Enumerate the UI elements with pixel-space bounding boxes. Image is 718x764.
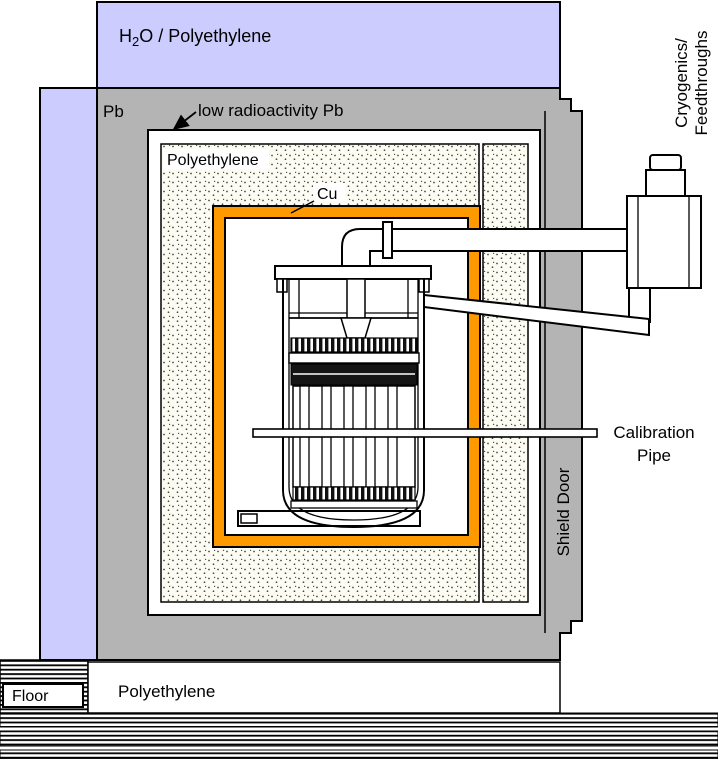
floor-hatch-band	[0, 730, 718, 747]
top-water-polyethylene-shield: H2O / Polyethylene	[96, 1, 561, 89]
left-water-polyethylene-shield	[39, 87, 98, 661]
floor-polyethylene-strip	[87, 661, 561, 714]
detector-plate	[288, 352, 420, 364]
cu-label-backing	[313, 183, 345, 202]
calibration-pipe: Calibration Pipe	[252, 423, 695, 465]
cryogenics-label-line1: Cryogenics/	[672, 38, 691, 128]
floor-polyethylene-label: Polyethylene	[118, 682, 215, 701]
neck-funnel	[339, 317, 373, 339]
cryogenics-unit	[341, 154, 702, 337]
detector-pin-row-bottom	[292, 486, 416, 501]
detector-base-plate	[290, 500, 418, 509]
low-rad-pb-label: low radioactivity Pb	[198, 101, 344, 120]
detector-pin-row-top	[290, 337, 418, 353]
floor-hatch-band	[0, 749, 718, 760]
top-shield-block	[96, 1, 561, 89]
cryogenics-label: Cryogenics/ Feedthroughs	[672, 31, 711, 136]
polyethylene-label-backing	[163, 149, 269, 169]
cryo-unit-cap	[649, 154, 682, 171]
cu-pointer-line	[290, 200, 315, 214]
polyethylene-inner-label: Polyethylene	[167, 152, 259, 169]
inner-neck-tube	[346, 278, 366, 319]
cryo-unit-top-box	[645, 169, 686, 197]
vessel-lid	[274, 265, 432, 280]
calibration-label-line2: Pipe	[637, 446, 671, 465]
floor-label: Floor	[12, 688, 49, 705]
pb-label: Pb	[103, 102, 124, 121]
top-shield-label: H2O / Polyethylene	[119, 26, 271, 49]
support-rail-block	[240, 513, 258, 524]
vessel-outer-wall	[282, 279, 425, 529]
shield-door-label: Shield Door	[554, 467, 573, 556]
floor-hatch-band	[0, 712, 718, 728]
floor-label-box	[2, 683, 84, 708]
cryo-diagonal-pipe	[423, 293, 650, 337]
cryogenics-label-line2: Feedthroughs	[692, 31, 711, 136]
polyethylene-door-block	[482, 143, 529, 603]
calibration-label-line1: Calibration	[613, 423, 694, 442]
calibration-pipe-tube	[252, 428, 598, 438]
cu-label: Cu	[317, 186, 337, 203]
cryo-top-pipe	[341, 228, 628, 267]
low-rad-pb-arrow	[172, 111, 197, 131]
pipe-flange	[382, 221, 393, 259]
